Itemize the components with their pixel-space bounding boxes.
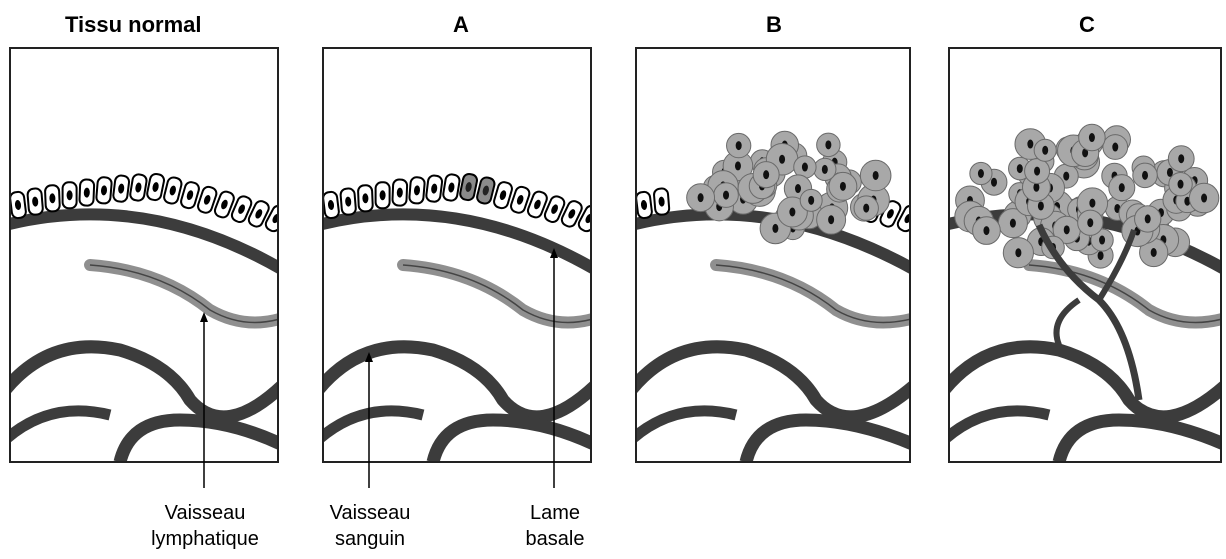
tumor-nucleus xyxy=(779,155,785,164)
tissue-panel-2 xyxy=(631,48,920,462)
tissue-panel-1 xyxy=(318,48,601,462)
tissue-panel-0 xyxy=(5,48,288,462)
tumor-nucleus xyxy=(873,171,879,180)
blood-vessel-branch xyxy=(746,420,915,462)
tumor-nucleus xyxy=(1099,236,1105,245)
panel-frame xyxy=(636,48,910,462)
tumor-nucleus xyxy=(840,182,846,191)
tumor-nucleus xyxy=(1142,171,1148,180)
panel-frame xyxy=(10,48,278,462)
tumor-nucleus xyxy=(1201,194,1207,203)
tumor-nucleus xyxy=(1089,133,1095,142)
blood-vessel-branch xyxy=(120,420,283,462)
blood-vessel-branch xyxy=(433,420,596,462)
label-basal-lamina: Lame basale xyxy=(500,500,610,552)
tumor-nucleus xyxy=(1145,214,1151,223)
tumor-nucleus xyxy=(1098,251,1104,260)
blood-vessel-lower xyxy=(944,411,1049,440)
tumor-nucleus xyxy=(1178,154,1184,163)
tumor-nucleus xyxy=(863,204,869,213)
tumor-nucleus xyxy=(795,184,801,193)
tumor-nucleus xyxy=(1015,248,1021,257)
label-blood-line1: Vaisseau xyxy=(305,500,435,526)
tumor-nucleus xyxy=(1112,143,1118,152)
label-blood-vessel: Vaisseau sanguin xyxy=(305,500,435,552)
tumor-nucleus xyxy=(1010,219,1016,228)
blood-vessel-lower xyxy=(318,411,423,440)
blood-vessel-branch xyxy=(1059,420,1226,462)
angiogenic-vessel-branch xyxy=(1057,300,1080,345)
tumor-nucleus xyxy=(822,165,828,174)
cell-nucleus xyxy=(67,190,73,200)
tumor-nucleus xyxy=(1027,140,1033,149)
blood-vessel xyxy=(631,347,915,417)
tumor-nucleus xyxy=(825,140,831,149)
blood-vessel xyxy=(5,347,283,417)
label-lamina-line1: Lame xyxy=(500,500,610,526)
tumor-nucleus xyxy=(978,169,984,178)
tumor-nucleus xyxy=(1119,183,1125,192)
cell-nucleus xyxy=(380,190,386,200)
label-lymph-line1: Vaisseau xyxy=(130,500,280,526)
tumor-nucleus xyxy=(1033,183,1039,192)
label-lymph-vessel: Vaisseau lymphatique xyxy=(130,500,280,552)
tumor-nucleus xyxy=(802,163,808,172)
lymphatic-vessel xyxy=(716,265,915,323)
tumor-nucleus xyxy=(1178,180,1184,189)
lymphatic-vessel xyxy=(1029,265,1226,323)
tumor-nucleus xyxy=(698,193,704,202)
tumor-nucleus xyxy=(1034,167,1040,176)
blood-vessel xyxy=(944,347,1226,417)
label-lamina-line2: basale xyxy=(500,526,610,552)
tumor-nucleus xyxy=(735,161,741,170)
tumor-nucleus xyxy=(1087,218,1093,227)
tumor-nucleus xyxy=(789,207,795,216)
tumor-nucleus xyxy=(1063,172,1069,181)
tumor-nucleus xyxy=(1017,164,1023,173)
tumor-nucleus xyxy=(1064,225,1070,234)
tumor-nucleus xyxy=(736,141,742,150)
tumor-nucleus xyxy=(772,224,778,233)
blood-vessel-lower xyxy=(5,411,110,440)
tumor-nucleus xyxy=(808,196,814,205)
tumor-nucleus xyxy=(1089,199,1095,208)
panel-frame xyxy=(323,48,591,462)
tumor-nucleus xyxy=(1042,146,1048,155)
tumor-nucleus xyxy=(1038,201,1044,210)
tumor-nucleus xyxy=(723,191,729,200)
blood-vessel-lower xyxy=(631,411,736,440)
tumor-nucleus xyxy=(991,178,997,187)
tumor-nucleus xyxy=(763,170,769,179)
label-blood-line2: sanguin xyxy=(305,526,435,552)
label-lymph-line2: lymphatique xyxy=(130,526,280,552)
tumor-nucleus xyxy=(1151,248,1157,257)
tissue-panel-3 xyxy=(944,48,1226,462)
tumor-nucleus xyxy=(983,226,989,235)
tumor-nucleus xyxy=(828,215,834,224)
